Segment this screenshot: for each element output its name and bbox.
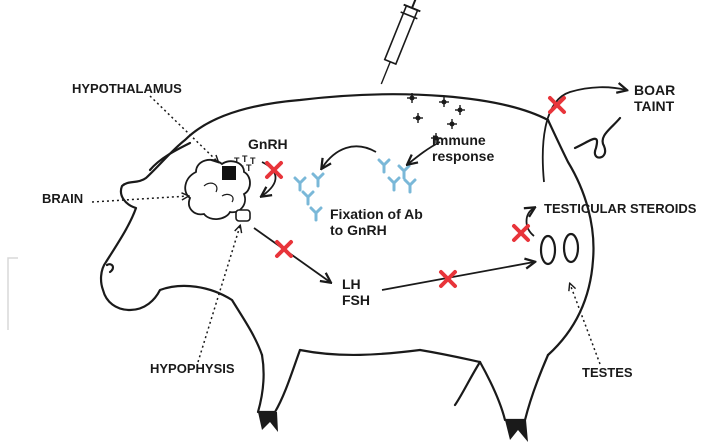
boar-taint-line2: TAINT [634, 98, 675, 114]
boar-taint-line1: BOAR [634, 82, 675, 98]
front-hoof [258, 412, 278, 432]
margin-bracket [8, 258, 18, 330]
testes-label: TESTES [582, 366, 633, 381]
fsh-label: FSH [342, 292, 370, 308]
pathway-arrows [254, 87, 626, 290]
hypophysis-icon [236, 210, 250, 221]
gnrh-label: GnRH [248, 136, 288, 152]
immune-response-line2: response [432, 148, 494, 164]
testis-left-icon [541, 236, 555, 264]
immune-response-label: Immune response [432, 132, 494, 164]
hypophysis-label: HYPOPHYSIS [150, 362, 235, 377]
antibody-cluster-upper [379, 160, 415, 192]
hypothalamus-icon [222, 166, 236, 180]
lh-label: LH [342, 276, 370, 292]
antibody-cluster-lower [295, 174, 323, 220]
hypothalamus-label: HYPOTHALAMUS [72, 82, 182, 97]
syringe-icon [373, 0, 424, 87]
svg-text:T: T [246, 163, 252, 173]
testicular-steroids-label: TESTICULAR STEROIDS [544, 202, 696, 217]
boar-taint-label: BOAR TAINT [634, 82, 675, 114]
fixation-line1: Fixation of Ab [330, 206, 423, 222]
cross-icon [514, 226, 528, 240]
testis-right-icon [564, 234, 578, 262]
fixation-label: Fixation of Ab to GnRH [330, 206, 423, 238]
brain-label: BRAIN [42, 192, 83, 207]
fixation-line2: to GnRH [330, 222, 423, 238]
hind-hoof [505, 420, 528, 442]
immune-response-line1: Immune [432, 132, 494, 148]
cross-icon [267, 163, 281, 177]
cross-icon [277, 242, 291, 256]
lh-fsh-label: LH FSH [342, 276, 370, 308]
